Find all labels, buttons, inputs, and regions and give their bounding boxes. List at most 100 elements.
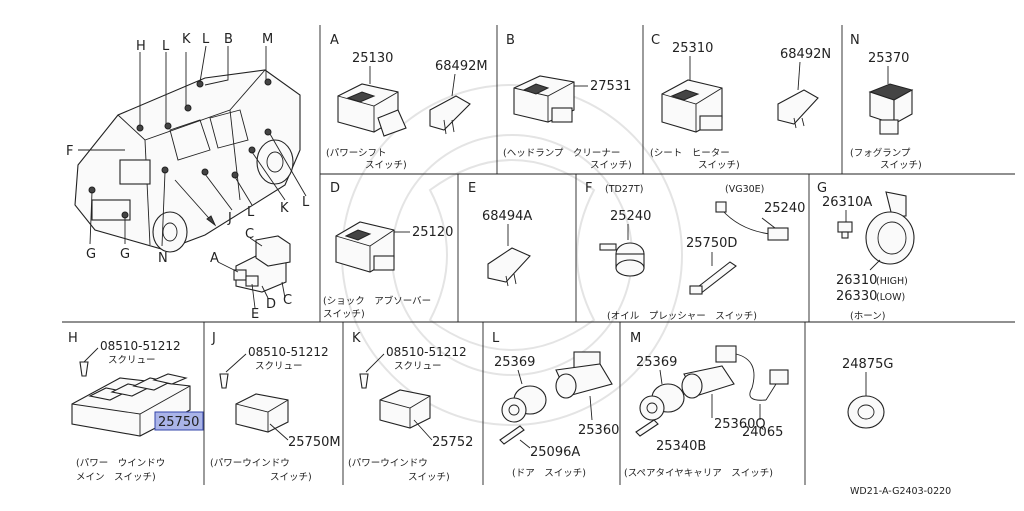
- part-number: 08510-51212: [386, 345, 467, 359]
- callout-e: E: [251, 307, 259, 322]
- caption: (パワー ウインドウ: [76, 458, 165, 469]
- caption: スイッチ): [880, 160, 922, 171]
- panel-letter: H: [68, 331, 78, 346]
- callout-l: L: [302, 195, 310, 210]
- callout-l: L: [162, 39, 170, 54]
- catalog-code: WD21-A-G2403-0220: [850, 486, 951, 497]
- panel-a: A 25130 68492M (パワーシフト スイッチ): [326, 33, 488, 171]
- panel-f: F (TD27T) (VG30E) 25240 25240 25750D (オイ…: [585, 181, 805, 322]
- part-number: 25750M: [288, 435, 341, 450]
- part-number: 26310A: [822, 195, 872, 210]
- panel-grommet: 24875G: [842, 357, 893, 429]
- part-number: 25130: [352, 51, 393, 66]
- highlighted-part[interactable]: [154, 411, 204, 431]
- variant-label: (VG30E): [725, 184, 764, 195]
- part-number: 25310: [672, 41, 713, 56]
- caption: (ホーン): [850, 311, 885, 322]
- part-number: 26310: [836, 273, 877, 288]
- part-number: 25340B: [656, 439, 706, 454]
- part-number: 25120: [412, 225, 453, 240]
- panel-l: L 25369 25360 25096A (ドア スイッチ): [492, 331, 619, 479]
- caption: (シート ヒーター: [650, 148, 730, 159]
- callout-f: F: [66, 144, 73, 159]
- callout-h: H: [136, 39, 146, 54]
- callout-g: G: [120, 247, 130, 262]
- callout-a: A: [210, 251, 219, 266]
- part-number: 25370: [868, 51, 909, 66]
- part-number: 08510-51212: [248, 345, 329, 359]
- panel-letter: E: [468, 181, 476, 196]
- panel-k: K 08510-51212 スクリュー 25752 (パワーウインドウ スイッチ…: [348, 331, 473, 483]
- panel-n: N 25370 (フォグランプ スイッチ): [850, 33, 922, 171]
- callout-c: C: [245, 227, 254, 242]
- part-number: 68492N: [780, 47, 831, 62]
- panel-letter: F: [585, 181, 592, 196]
- caption: スイッチ): [698, 160, 740, 171]
- part-number: 08510-51212: [100, 339, 181, 353]
- panel-letter: J: [211, 331, 216, 346]
- callout-k: K: [182, 32, 191, 47]
- part-number: 68492M: [435, 59, 488, 74]
- callout-g: G: [86, 247, 96, 262]
- part-number: 25240: [610, 209, 651, 224]
- vehicle-callouts: H L K L B M F G G N J L K L C A E D C: [66, 32, 310, 322]
- callout-c: C: [283, 293, 292, 308]
- screw-label: スクリュー: [255, 361, 303, 372]
- panel-letter: G: [817, 181, 827, 196]
- variant-label: (LOW): [876, 292, 905, 303]
- part-number: 25240: [764, 201, 805, 216]
- panel-d: D 25120 (ショック アブソーバー スイッチ): [323, 181, 453, 320]
- variant-label: (HIGH): [876, 276, 908, 287]
- caption: スイッチ): [590, 160, 632, 171]
- panel-letter: K: [352, 331, 361, 346]
- caption: (スペアタイヤキャリア スイッチ): [624, 468, 773, 479]
- caption: スイッチ): [408, 472, 450, 483]
- part-number: 25360Q: [714, 417, 766, 432]
- panel-grid: [62, 25, 1015, 485]
- vehicle-overview: [74, 45, 307, 309]
- panel-letter: N: [850, 33, 860, 48]
- panel-letter: C: [651, 33, 660, 48]
- part-number: 25752: [432, 435, 473, 450]
- callout-j: J: [227, 211, 232, 226]
- panel-m: M 25369 25360Q 24065 25340B (スペアタイヤキャリア …: [624, 331, 789, 479]
- callout-n: N: [158, 251, 168, 266]
- caption: (フォグランプ: [850, 147, 911, 159]
- part-number: 25369: [636, 355, 677, 370]
- part-number: 25369: [494, 355, 535, 370]
- callout-l: L: [202, 32, 210, 47]
- caption: (パワーウインドウ: [348, 458, 428, 469]
- panel-letter: A: [330, 33, 339, 48]
- panel-letter: M: [630, 331, 641, 346]
- caption: (パワーウインドウ: [210, 458, 290, 469]
- part-number: 24065: [742, 425, 783, 440]
- panel-e: E 68494A: [468, 181, 532, 287]
- screw-label: スクリュー: [108, 355, 156, 366]
- callout-k: K: [280, 201, 289, 216]
- part-number: 26330: [836, 289, 877, 304]
- part-number: 25750D: [686, 236, 737, 251]
- caption: (パワーシフト: [326, 148, 387, 159]
- variant-label: (TD27T): [605, 184, 643, 195]
- screw-label: スクリュー: [394, 361, 442, 372]
- part-number: 25096A: [530, 445, 580, 460]
- caption: スイッチ): [365, 160, 407, 171]
- part-number: 25750: [158, 415, 199, 430]
- part-number: 27531: [590, 79, 631, 94]
- part-number: 24875G: [842, 357, 893, 372]
- panel-b: B 27531 (ヘッドランプ クリーナー スイッチ): [503, 33, 632, 171]
- panel-letter: L: [492, 331, 500, 346]
- panel-letter: D: [330, 181, 340, 196]
- caption: (ショック アブソーバー: [323, 295, 431, 307]
- callout-l: L: [247, 205, 255, 220]
- part-number: 25360: [578, 423, 619, 438]
- caption: (オイル プレッシャー スイッチ): [607, 311, 757, 322]
- caption: (ヘッドランプ クリーナー: [503, 148, 620, 159]
- panel-letter: B: [506, 33, 515, 48]
- caption: メイン スイッチ): [76, 472, 156, 483]
- part-number: 68494A: [482, 209, 532, 224]
- callout-b: B: [224, 32, 233, 47]
- panel-h: H 08510-51212 スクリュー 25750 (パワー ウインドウ メイン…: [68, 331, 204, 483]
